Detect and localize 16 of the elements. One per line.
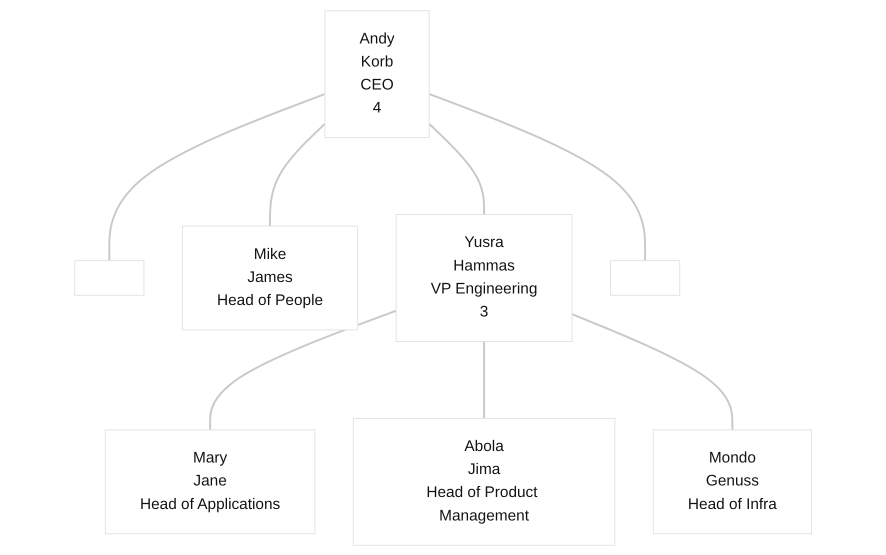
connector (428, 92, 646, 260)
node-box (324, 10, 430, 138)
node-box (104, 428, 316, 534)
node-box (182, 225, 358, 330)
org-chart: Andy Korb CEO 4 Mike James Head of People Yusra Hammas VP Engineering 3 Mary Jane Head of Applications Abola Jima Head of Product Management Mondo Genuss Head of Infra (66, 2, 820, 552)
node-box (74, 260, 144, 296)
connector (108, 92, 326, 260)
node-box (352, 417, 616, 546)
connector (268, 122, 326, 226)
connector (209, 309, 396, 430)
node-box (396, 214, 572, 342)
node-box (610, 260, 680, 296)
connector (483, 340, 485, 418)
connector (428, 122, 485, 214)
node-box (652, 428, 812, 534)
connector (572, 312, 734, 430)
